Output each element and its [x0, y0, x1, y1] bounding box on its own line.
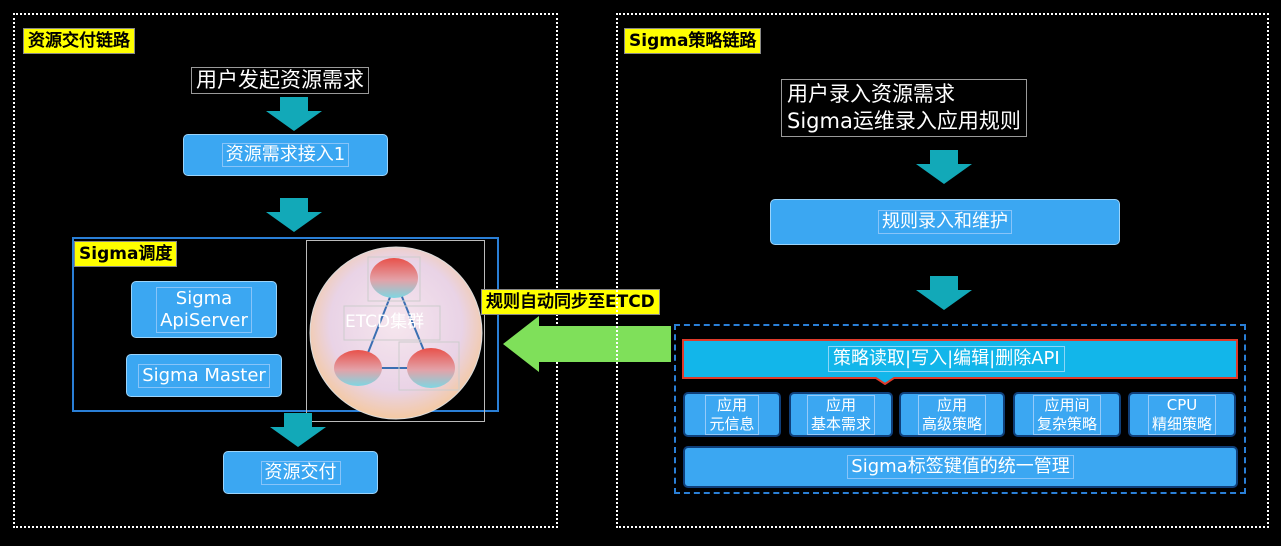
module-cpu-fine-policy-label: CPU 精细策略 [1147, 394, 1216, 435]
policy-api-bar [682, 339, 1238, 385]
module-app-advanced-policy: 应用 高级策略 [899, 392, 1005, 437]
resource-delivery-label: 资源交付 [260, 460, 341, 485]
rule-maintenance-box: 规则录入和维护 [770, 199, 1120, 245]
sigma-scheduling-region [72, 237, 499, 412]
policy-inputs-text: 用户录入资源需求 Sigma运维录入应用规则 [781, 79, 1027, 137]
sigma-master-box: Sigma Master [126, 354, 282, 397]
policy-api-label: 策略读取|写入|编辑|删除API [828, 346, 1065, 372]
label-management-box: Sigma标签键值的统一管理 [683, 446, 1238, 488]
module-inter-app-policy: 应用间 复杂策略 [1013, 392, 1121, 437]
module-inter-app-policy-label: 应用间 复杂策略 [1032, 394, 1101, 435]
resource-intake-box: 资源需求接入1 [183, 134, 388, 176]
sigma-policy-panel [616, 13, 1269, 528]
down-arrow-5 [916, 276, 972, 310]
sigma-scheduling-tag: Sigma调度 [74, 241, 178, 267]
etcd-cluster-diagram [309, 246, 483, 420]
resource-delivery-tag: 资源交付链路 [23, 28, 135, 54]
sigma-apiserver-box: Sigma ApiServer [131, 281, 277, 338]
label-management-label: Sigma标签键值的统一管理 [847, 455, 1074, 479]
down-arrow-2 [266, 198, 322, 232]
sync-label: 规则自动同步至ETCD [481, 289, 660, 315]
policy-api-region [674, 324, 1246, 494]
policy-input-line-1: 用户录入资源需求 [787, 82, 955, 106]
sigma-master-label: Sigma Master [138, 363, 270, 388]
down-arrow-4 [916, 150, 972, 184]
policy-input-line-2: Sigma运维录入应用规则 [787, 109, 1021, 133]
sync-left-arrow [503, 316, 671, 372]
module-app-basic-needs-label: 应用 基本需求 [806, 394, 875, 435]
module-app-advanced-policy-label: 应用 高级策略 [917, 394, 986, 435]
etcd-cluster-label: ETCD集群 [345, 312, 425, 332]
sigma-policy-tag: Sigma策略链路 [624, 28, 762, 54]
resource-intake-label: 资源需求接入1 [221, 143, 350, 167]
down-arrow-1 [266, 97, 322, 131]
module-app-basic-needs: 应用 基本需求 [789, 392, 893, 437]
down-arrow-3 [270, 413, 326, 447]
module-app-metadata-label: 应用 元信息 [705, 394, 759, 435]
module-app-metadata: 应用 元信息 [683, 392, 781, 437]
user-request-text: 用户发起资源需求 [191, 67, 369, 94]
resource-delivery-panel [13, 13, 558, 528]
module-cpu-fine-policy: CPU 精细策略 [1128, 392, 1236, 437]
etcd-frame [306, 240, 485, 422]
sigma-apiserver-label: Sigma ApiServer [156, 286, 252, 333]
rule-maintenance-label: 规则录入和维护 [878, 210, 1012, 234]
resource-delivery-box: 资源交付 [223, 451, 378, 494]
